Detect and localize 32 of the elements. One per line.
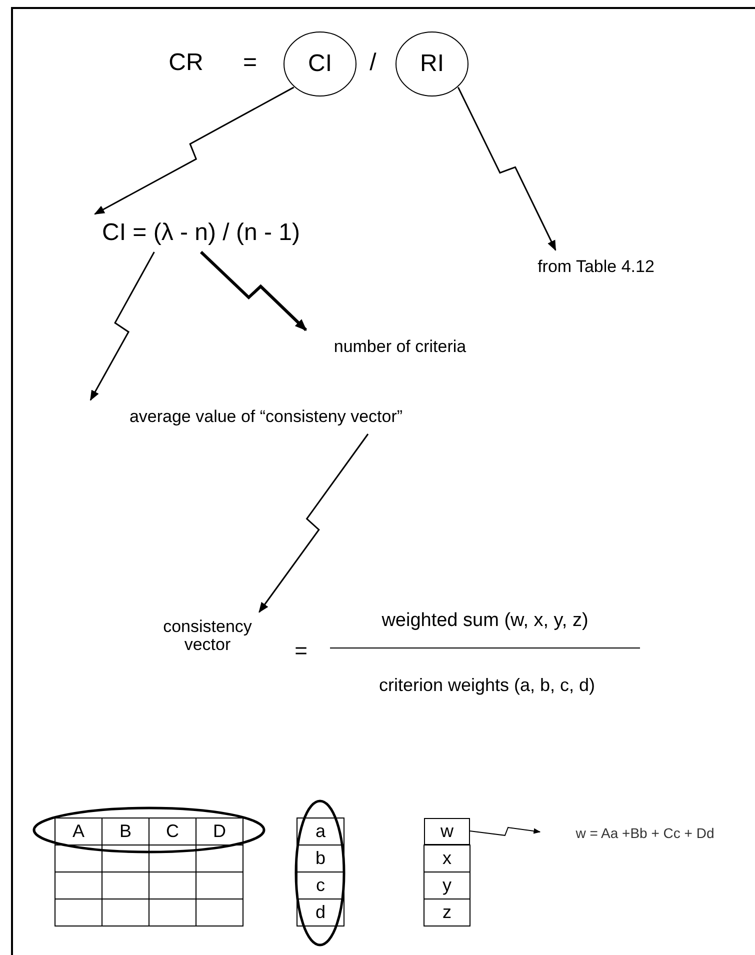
annotation-text: number of criteria [300,330,500,364]
arrow [90,252,155,401]
arrow [458,87,556,251]
arrow [94,86,294,215]
ellipse-node: RI [395,31,469,97]
annotation-text: average value of “consisteny vector” [62,400,470,434]
table-cell-text: x [442,847,452,870]
arrow [470,826,541,836]
table-cell-text: d [314,901,326,924]
arrow [200,250,308,332]
denominator-text: criterion weights (a, b, c, d) [378,674,596,697]
equals-sign: = [242,48,258,78]
table-cell-text: A [71,820,86,843]
equals-sign: = [294,637,308,665]
table-cell-text: B [118,820,132,843]
division-sign: / [368,48,378,78]
arrow [258,434,369,613]
annotation-text: from Table 4.12 [508,250,684,284]
table-cell-text: a [314,820,326,843]
table-cell-text: z [442,901,452,924]
formula-term: CR [168,48,204,78]
annotation-text: consistency vector [150,612,265,660]
table-cell-text: y [442,874,452,897]
table-cell-text: c [315,874,326,897]
ellipse-node: CI [283,31,357,97]
table-cell-text: D [212,820,227,843]
numerator-text: weighted sum (w, x, y, z) [380,609,590,633]
table-cell: w [424,818,470,845]
table-cell-text: C [165,820,180,843]
annotation-text: w = Aa +Bb + Cc + Dd [540,822,750,844]
formula: CI = (λ - n) / (n - 1) [45,214,357,252]
table-cell-text: b [314,847,326,870]
